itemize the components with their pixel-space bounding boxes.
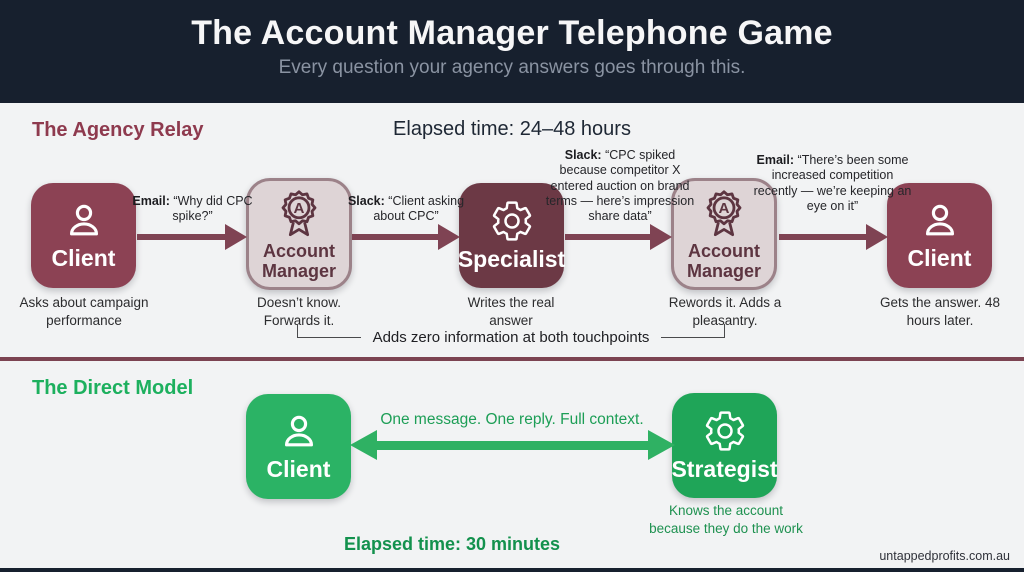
svg-text:A: A xyxy=(719,200,730,217)
relay-elapsed-time: Elapsed time: 24–48 hours xyxy=(393,118,631,140)
agency-relay-heading: The Agency Relay xyxy=(32,119,204,141)
gear-icon xyxy=(702,408,748,454)
relay-arrow-2 xyxy=(352,224,460,250)
bracket-annotation: Adds zero information at both touchpoint… xyxy=(297,321,725,346)
relay-arrow-4 xyxy=(779,224,888,250)
message-label-3: Slack: “CPC spiked because competitor X … xyxy=(540,148,700,224)
message-label-4: Email: “There’s been some increased comp… xyxy=(751,153,914,214)
direct-node-client: Client xyxy=(246,394,351,499)
node-label: Client xyxy=(907,245,972,271)
arrow-head-left-icon xyxy=(350,430,377,460)
direct-arrow-text: One message. One reply. Full context. xyxy=(380,411,644,428)
node-label: Account Manager xyxy=(686,240,762,281)
message-quote: “Client asking about CPC” xyxy=(373,194,465,224)
person-icon xyxy=(918,199,962,243)
arrow-head-right-icon xyxy=(648,430,675,460)
relay-node-specialist: Specialist xyxy=(457,183,566,288)
node-caption-account-manager-1: Doesn’t know. Forwards it. xyxy=(256,295,342,328)
message-quote: “Why did CPC spike?” xyxy=(172,194,253,224)
direct-elapsed-time: Elapsed time: 30 minutes xyxy=(343,534,561,554)
arrow-head-icon xyxy=(438,224,460,250)
gear-icon xyxy=(489,198,535,244)
node-caption-account-manager-2: Rewords it. Adds a pleasantry. xyxy=(668,295,782,328)
bracket-note: Adds zero information at both touchpoint… xyxy=(372,328,650,346)
page-subtitle: Every question your agency answers goes … xyxy=(278,57,746,78)
person-icon xyxy=(62,199,106,243)
node-label: Client xyxy=(51,245,116,271)
node-label: Specialist xyxy=(457,246,566,272)
arrow-head-icon xyxy=(866,224,888,250)
message-label-1: Email: “Why did CPC spike?” xyxy=(132,194,253,225)
relay-arrow-3 xyxy=(565,224,672,250)
bracket-right-line xyxy=(661,324,725,338)
bracket-left-line xyxy=(297,324,361,338)
svg-text:A: A xyxy=(294,200,305,217)
bottom-accent-strip xyxy=(0,568,1024,572)
relay-node-account-manager-2: A Account Manager xyxy=(671,178,777,290)
relay-arrow-1 xyxy=(137,224,247,250)
message-channel: Email: xyxy=(756,153,795,167)
relay-node-client-end: Client xyxy=(887,183,992,288)
person-icon xyxy=(277,410,321,454)
node-label: Strategist xyxy=(671,456,778,482)
website-url: untappedprofits.com.au xyxy=(879,549,1010,563)
page-title: The Account Manager Telephone Game xyxy=(191,14,833,52)
message-label-2: Slack: “Client asking about CPC” xyxy=(340,194,472,225)
arrow-head-icon xyxy=(225,224,247,250)
arrow-head-icon xyxy=(650,224,672,250)
message-quote: “CPC spiked because competitor X entered… xyxy=(545,148,695,223)
award-badge-icon: A xyxy=(273,187,325,239)
direct-double-arrow xyxy=(350,429,675,461)
node-label: Account Manager xyxy=(261,240,337,281)
message-channel: Email: xyxy=(132,194,170,208)
direct-node-strategist: Strategist xyxy=(671,393,778,498)
node-caption-specialist: Writes the real answer xyxy=(467,295,555,328)
award-badge-icon: A xyxy=(698,187,750,239)
direct-model-heading: The Direct Model xyxy=(32,377,194,399)
section-divider xyxy=(0,357,1024,361)
message-quote: “There’s been some increased competition… xyxy=(753,153,912,213)
strategist-caption: Knows the account because they do the wo… xyxy=(649,503,803,536)
message-channel: Slack: xyxy=(347,194,385,208)
message-channel: Slack: xyxy=(564,148,602,162)
relay-node-account-manager-1: A Account Manager xyxy=(246,178,352,290)
node-caption-client-start: Asks about campaign performance xyxy=(19,295,149,328)
header-banner: The Account Manager Telephone Game Every… xyxy=(0,0,1024,103)
node-label: Client xyxy=(266,456,331,482)
relay-node-client-start: Client xyxy=(31,183,136,288)
node-caption-client-end: Gets the answer. 48 hours later. xyxy=(879,295,1001,328)
